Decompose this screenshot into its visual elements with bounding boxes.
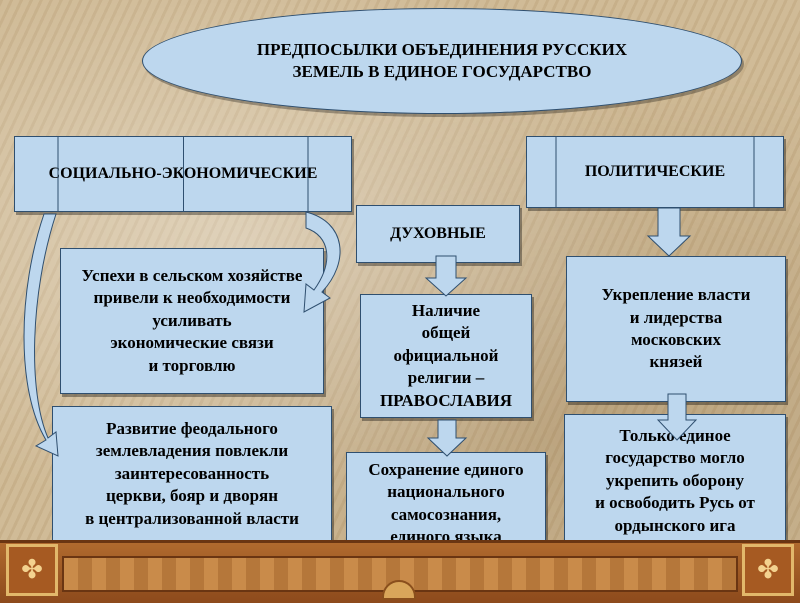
down-arrow-religion [426,419,468,457]
category-spiritual-label: ДУХОВНЫЕ [390,225,486,243]
category-social-economic: СОЦИАЛЬНО-ЭКОНОМИЧЕСКИЕ [14,136,352,212]
defense-box: Только единое государство могло укрепить… [564,414,786,548]
feudal-box: Развитие феодального землевладения повле… [52,406,332,542]
ornament-left-icon: ✤ [6,544,58,596]
category-spiritual: ДУХОВНЫЕ [356,205,520,263]
category-social-economic-label: СОЦИАЛЬНО-ЭКОНОМИЧЕСКИЕ [48,165,318,183]
down-arrow-political [646,207,692,257]
power-box: Укрепление власти и лидерства московских… [566,256,786,402]
category-political: ПОЛИТИЧЕСКИЕ [526,136,784,208]
main-title: ПРЕДПОСЫЛКИ ОБЪЕДИНЕНИЯ РУССКИХ ЗЕМЕЛЬ В… [142,8,742,114]
ornament-right-icon: ✤ [742,544,794,596]
category-political-label: ПОЛИТИЧЕСКИЕ [584,163,726,181]
religion-box: Наличие общей официальной религии – ПРАВ… [360,294,532,418]
agriculture-box: Успехи в сельском хозяйстве привели к не… [60,248,324,394]
